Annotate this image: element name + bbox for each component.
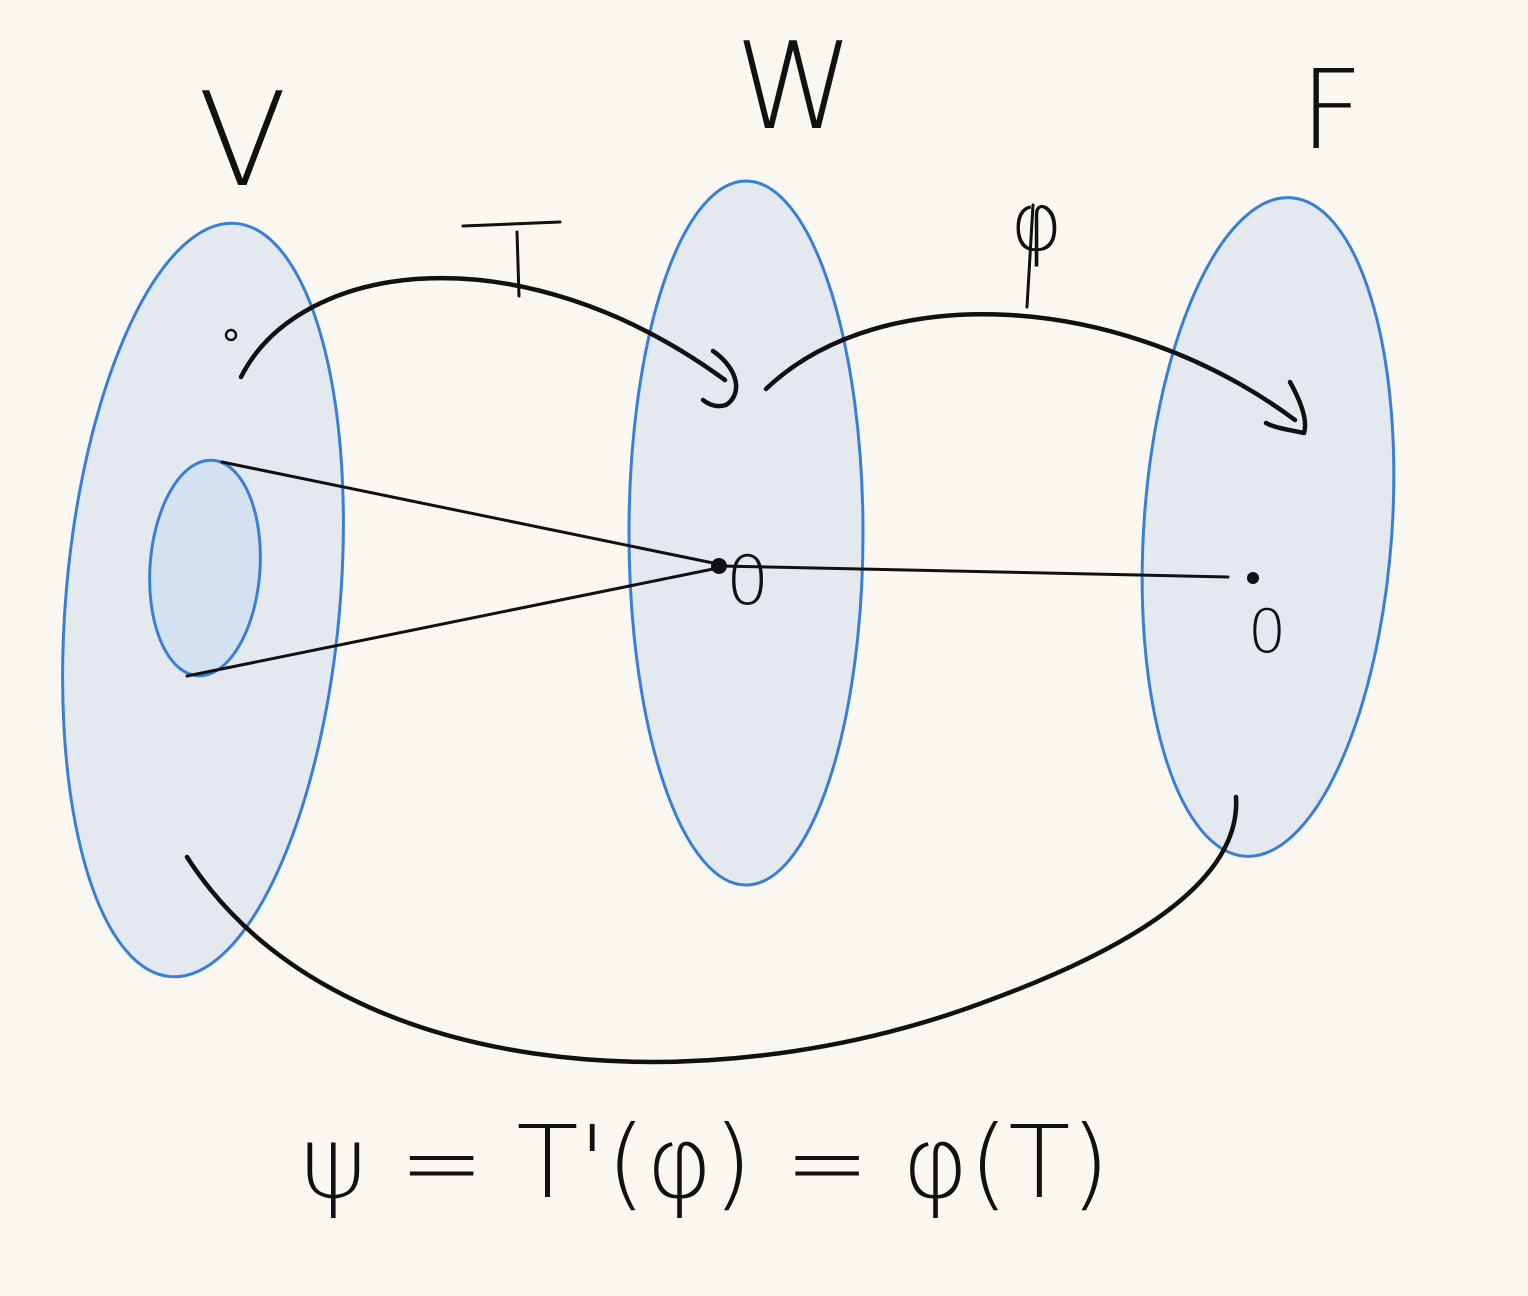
space-v-label: V bbox=[198, 64, 287, 216]
space-f-ellipse bbox=[1140, 196, 1396, 858]
arrow-phi-head bbox=[1263, 379, 1308, 436]
space-w-ellipse bbox=[627, 179, 865, 887]
cone-line-bottom bbox=[185, 566, 720, 678]
t-label-bar bbox=[461, 220, 562, 228]
zero-w-dot bbox=[711, 558, 727, 574]
space-f-label: F bbox=[1300, 46, 1363, 174]
space-w-label: W bbox=[735, 18, 854, 157]
zero-connector-line bbox=[718, 564, 1230, 579]
v-small-mark bbox=[224, 328, 238, 342]
arrow-psi-curve bbox=[184, 794, 1239, 1065]
t-label-stem bbox=[515, 230, 521, 298]
map-phi-label: φ bbox=[1010, 176, 1063, 269]
arrow-t-head bbox=[700, 348, 739, 409]
arrow-t-curve bbox=[238, 275, 728, 383]
cone-line-top bbox=[220, 460, 720, 566]
formula-text: ψ = T'(φ) = φ(T) bbox=[300, 1104, 1110, 1221]
zero-w-label: 0 bbox=[726, 542, 769, 621]
subspace-ellipse bbox=[148, 458, 262, 678]
phi-label-stem bbox=[1025, 203, 1035, 309]
arrow-phi-curve bbox=[763, 312, 1298, 423]
zero-f-label: 0 bbox=[1248, 597, 1286, 667]
zero-f-dot bbox=[1247, 572, 1259, 584]
map-t-label: T bbox=[470, 289, 471, 291]
